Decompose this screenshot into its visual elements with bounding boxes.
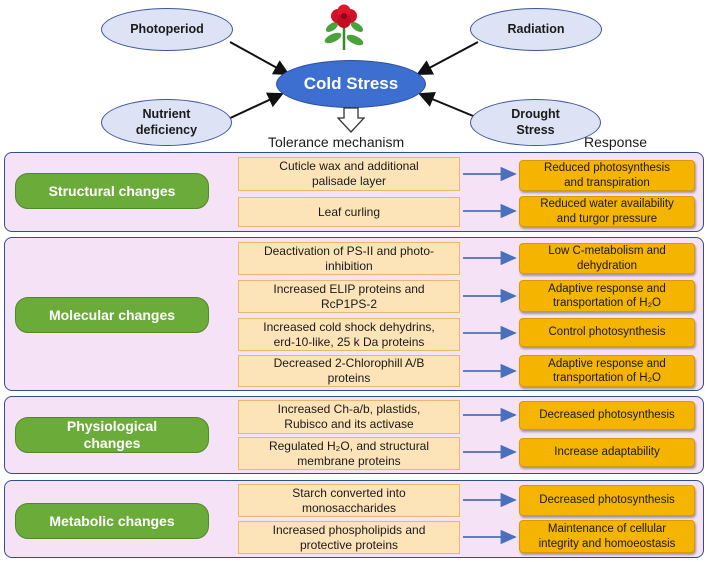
- mechanism-box: Deactivation of PS-II and photo-inhibiti…: [238, 242, 460, 275]
- mechanism-box: Leaf curling: [238, 197, 460, 227]
- arrow-nutrient: [225, 92, 284, 121]
- pill-metabolic-changes: Metabolic changes: [15, 503, 209, 539]
- mechanism-box: Increased Ch-a/b, plastids,Rubisco and i…: [238, 400, 460, 434]
- factor-nutrient-deficiency: Nutrient deficiency: [101, 99, 232, 146]
- mechanism-box: Increased cold shock dehydrins,erd-10-li…: [238, 318, 460, 351]
- down-arrow-icon: [337, 107, 365, 133]
- pill-structural-changes: Structural changes: [15, 173, 209, 209]
- factor-nutrient-label: Nutrient deficiency: [135, 106, 198, 137]
- header-tolerance-mechanism: Tolerance mechanism: [268, 134, 405, 150]
- cold-stress-node: Cold Stress: [276, 60, 426, 108]
- factor-radiation-label: Radiation: [507, 21, 565, 36]
- response-box: Control photosynthesis: [519, 318, 695, 347]
- arrow-drought: [418, 91, 479, 119]
- cold-stress-label: Cold Stress: [303, 74, 399, 93]
- arrow-photoperiod: [229, 41, 290, 75]
- pill-molecular-changes: Molecular changes: [15, 297, 209, 333]
- factor-photoperiod: Photoperiod: [101, 8, 233, 51]
- arrow-radiation: [416, 41, 479, 75]
- response-box: Decreased photosynthesis: [519, 485, 695, 516]
- factor-photoperiod-label: Photoperiod: [130, 21, 204, 36]
- response-box: Decreased photosynthesis: [519, 401, 695, 430]
- header-response: Response: [584, 134, 648, 150]
- factor-drought-label: Drought Stress: [511, 106, 560, 137]
- response-box: Increase adaptability: [519, 438, 695, 467]
- factor-drought-stress: Drought Stress: [470, 99, 601, 146]
- factor-radiation: Radiation: [470, 8, 602, 51]
- rose-flower-icon: [324, 4, 364, 50]
